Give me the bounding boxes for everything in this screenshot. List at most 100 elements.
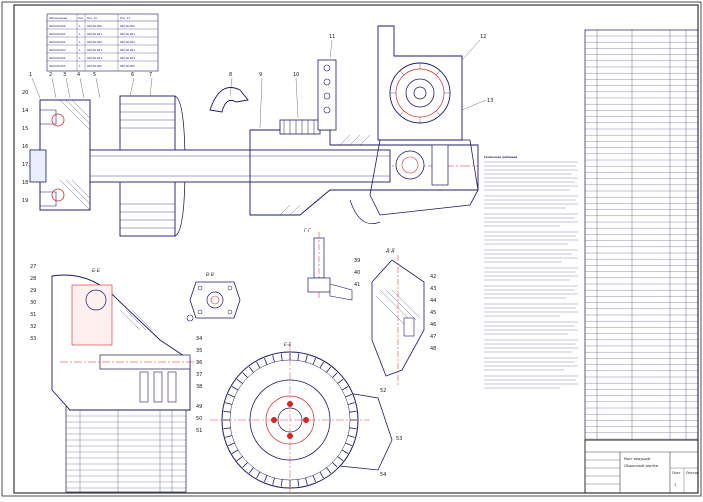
callout-number: 49 <box>196 404 202 410</box>
callout-number: 30 <box>30 300 36 306</box>
wheel-tooth <box>248 467 254 474</box>
callout-number: 32 <box>30 324 36 330</box>
callout-number: 35 <box>196 348 202 354</box>
small-table-cell: 1 <box>79 56 81 60</box>
callout-number: 1 <box>29 72 32 78</box>
wheel-tooth <box>332 462 338 468</box>
wheel-tooth <box>297 479 300 487</box>
callout-number: 7 <box>149 72 152 78</box>
wheel-tooth <box>347 435 355 438</box>
small-table-cell: 000.00.005 <box>120 64 135 68</box>
small-table-cell: 000.00.004 <box>87 56 102 60</box>
wheel-tooth <box>272 355 275 363</box>
callout-number: 41 <box>354 282 360 288</box>
wheel-tooth <box>242 462 248 468</box>
callout-number: 39 <box>354 258 360 264</box>
sheet-label: Лист <box>672 471 681 475</box>
callout-number: 34 <box>196 336 202 342</box>
callout-number: 3 <box>63 72 66 78</box>
wheel-tooth <box>236 456 243 462</box>
callout-number: 47 <box>430 334 436 340</box>
wheel-tooth <box>347 402 355 405</box>
hub-cap <box>29 149 47 183</box>
wheel-tooth <box>227 442 235 447</box>
callout-number: 53 <box>396 436 402 442</box>
view-label: Е-Е <box>284 342 291 348</box>
callout-number: 6 <box>131 72 134 78</box>
callout-number: 14 <box>22 108 28 114</box>
wheel-tooth <box>305 477 308 485</box>
axle-shaft <box>89 149 391 183</box>
vertical-shaft-detail: Г-Г 39 40 41 <box>304 228 360 301</box>
callout-number: 46 <box>430 322 436 328</box>
wheel-tooth <box>345 393 353 398</box>
small-table-cell: 1 <box>79 24 81 28</box>
flange-detail-view: В-В <box>186 272 241 322</box>
wheel-tooth <box>272 477 275 485</box>
callout-number: 16 <box>22 144 28 150</box>
wheel-tooth <box>326 366 332 373</box>
wheel-tooth <box>341 386 349 391</box>
view-label: Д-Д <box>385 248 395 254</box>
callout-number: 13 <box>487 98 493 104</box>
small-table-cell: 000.00.001 <box>120 32 135 36</box>
wheel-tooth <box>263 357 268 365</box>
small-table-cell: 1 <box>79 40 81 44</box>
callout-number: 40 <box>354 270 360 276</box>
small-table-cell: 1 <box>79 32 81 36</box>
callout-number: 33 <box>30 336 36 342</box>
wheel-tooth <box>332 372 338 378</box>
wheel-tooth <box>231 449 239 454</box>
callout-number: 45 <box>430 310 436 316</box>
view-label: Г-Г <box>304 228 311 234</box>
view-label: В-В <box>206 272 214 278</box>
callout-number: 38 <box>196 384 202 390</box>
wheel-front-view: Е-Е 49 50 51 52 53 54 <box>196 342 402 494</box>
notes-text-lines <box>484 161 578 389</box>
callout-number: 29 <box>30 288 36 294</box>
small-table-cell: 000.00.000 <box>87 24 102 28</box>
small-table-cell: 000.00.002 <box>120 40 135 44</box>
wheel-tooth <box>256 361 261 369</box>
wheel-tooth <box>223 410 231 413</box>
callout-number: 12 <box>480 34 486 40</box>
wheel-tooth <box>223 427 231 430</box>
small-table-header: Поз. 12 <box>87 16 97 20</box>
callout-number: 51 <box>196 428 202 434</box>
callout-lines-top <box>31 39 487 129</box>
wheel-tooth <box>337 378 344 384</box>
small-table-cell: 1 <box>79 64 81 68</box>
bottom-spec-rows <box>66 409 186 489</box>
bearing-mark <box>51 188 65 202</box>
callout-number: 11 <box>329 34 335 40</box>
small-table-cell: 1 <box>79 48 81 52</box>
wheel-tooth <box>231 386 239 391</box>
small-table-cell: 000.00.003 <box>120 48 135 52</box>
view-label: Б-Б <box>92 268 100 274</box>
specification-table <box>584 29 699 441</box>
wheel-tooth <box>297 353 300 361</box>
small-table-cell: 000.00.003 <box>87 48 102 52</box>
wheel-tooth <box>225 402 233 405</box>
sheets-label: Листов <box>686 471 699 475</box>
small-table-cell: 0000.00.001 <box>49 32 66 36</box>
bracket <box>209 87 249 113</box>
wheel-tooth <box>349 410 357 413</box>
callout-number: 15 <box>22 126 28 132</box>
callout-number: 43 <box>430 286 436 292</box>
callout-number: 9 <box>259 72 262 78</box>
wheel-tooth <box>242 372 248 378</box>
callout-number: 19 <box>22 198 28 204</box>
callout-number: 50 <box>196 416 202 422</box>
specification-rows <box>585 35 698 440</box>
sheet-number: 1 <box>674 483 676 487</box>
wheel-tooth <box>236 378 243 384</box>
wheel-tooth <box>256 471 261 479</box>
wheel-tooth <box>248 366 254 373</box>
callout-number: 17 <box>22 162 28 168</box>
wheel-tooth <box>312 357 317 365</box>
wheel-hub-section-view: Б-Б 27 28 29 30 31 32 33 34 35 36 37 38 <box>30 264 202 411</box>
